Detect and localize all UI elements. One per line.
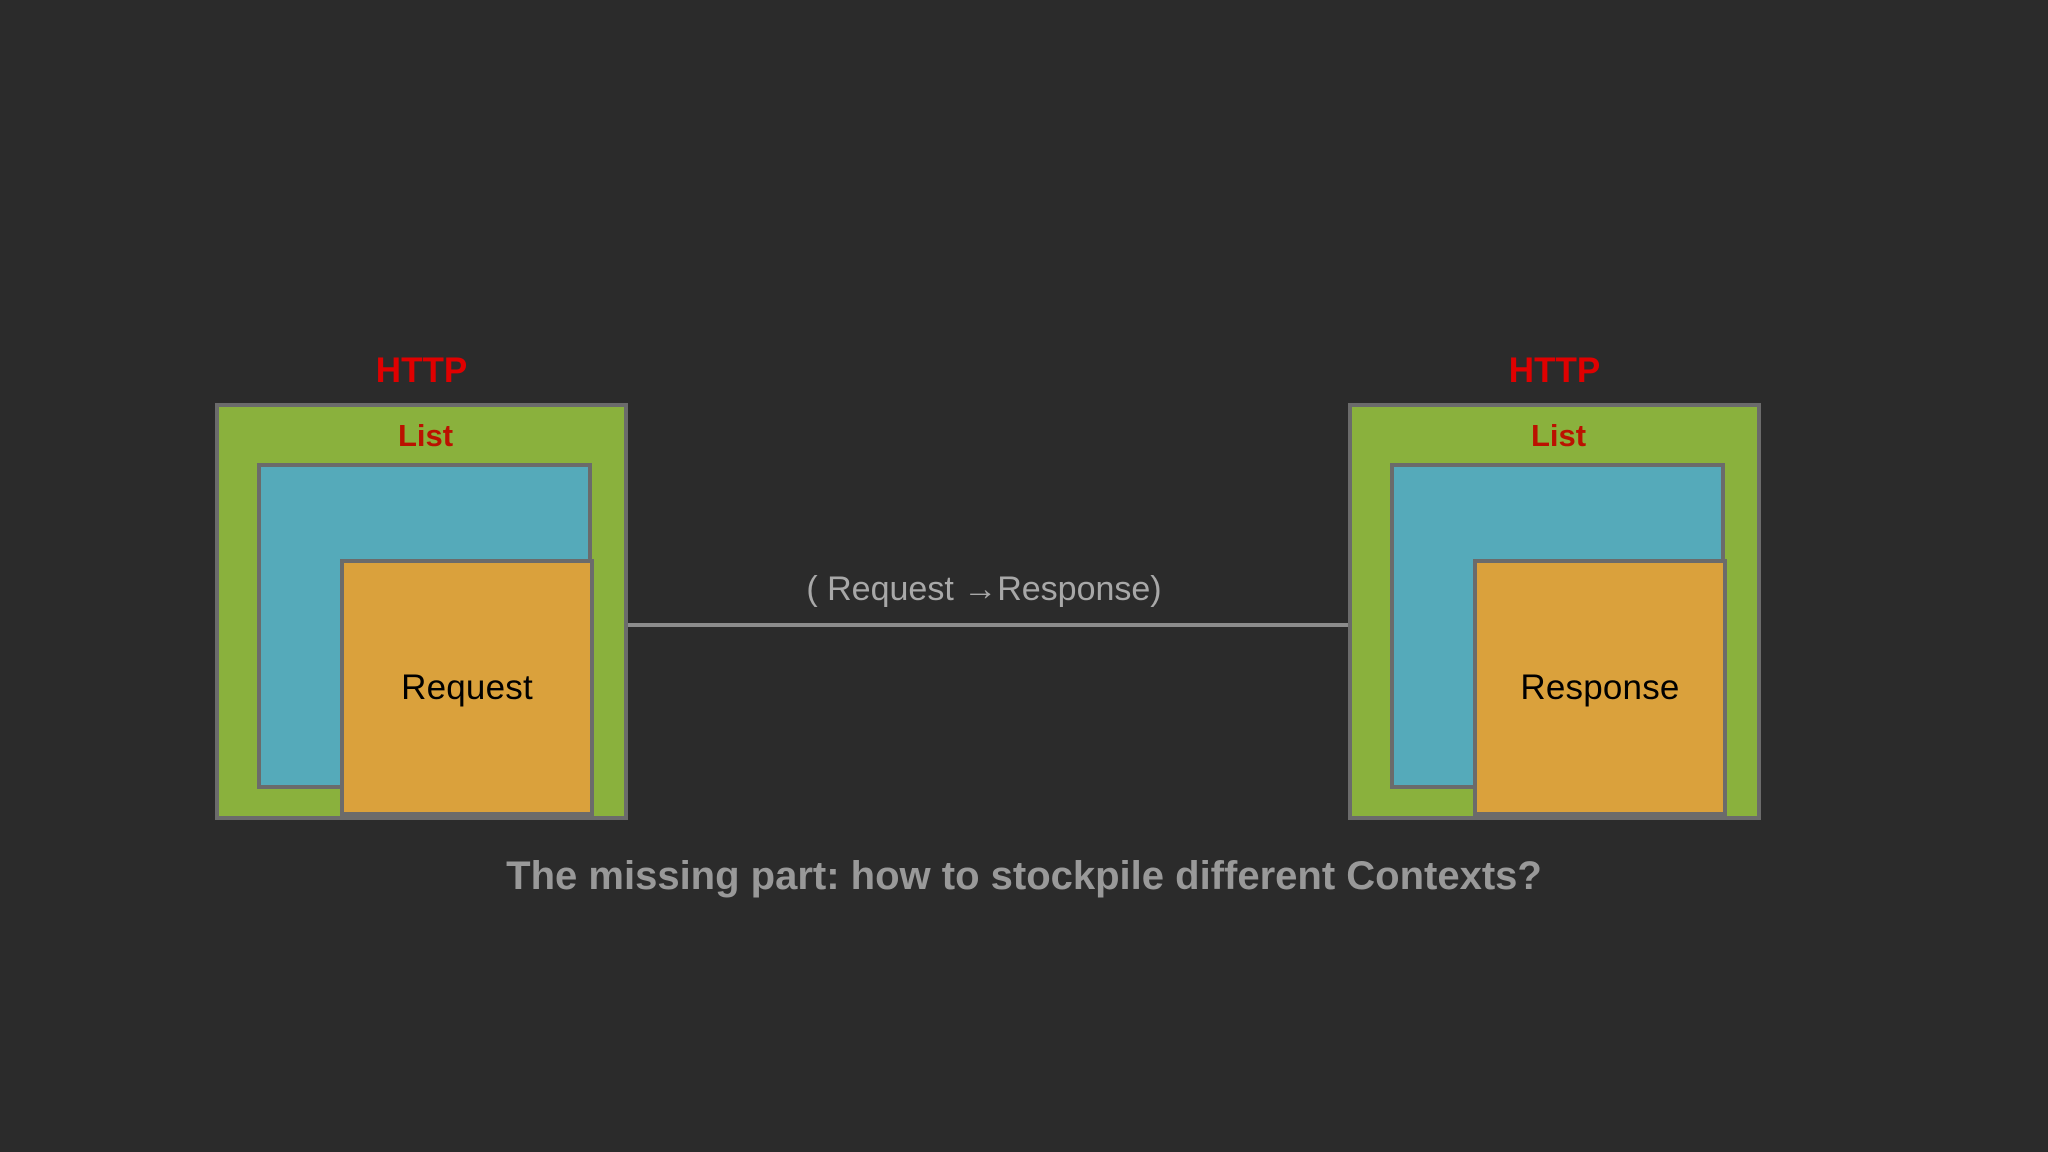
response-http-label: HTTP bbox=[1508, 351, 1601, 390]
diagram-caption: The missing part: how to stockpile diffe… bbox=[506, 854, 1542, 898]
request-list-label: List bbox=[397, 418, 454, 453]
response-list-label: List bbox=[1530, 418, 1587, 453]
response-inner-layer[interactable]: Response bbox=[1473, 559, 1727, 816]
response-list-layer[interactable]: Response bbox=[1390, 463, 1727, 816]
request-http-layer[interactable]: List Request bbox=[215, 403, 628, 820]
response-http-layer[interactable]: List Response bbox=[1348, 403, 1761, 820]
edge-label: ( Request →Response) bbox=[806, 570, 1162, 608]
request-list-layer[interactable]: Request bbox=[257, 463, 594, 816]
request-label: Request bbox=[401, 668, 533, 707]
request-inner-layer[interactable]: Request bbox=[340, 559, 594, 816]
request-http-label: HTTP bbox=[375, 351, 468, 390]
response-label: Response bbox=[1520, 668, 1680, 707]
